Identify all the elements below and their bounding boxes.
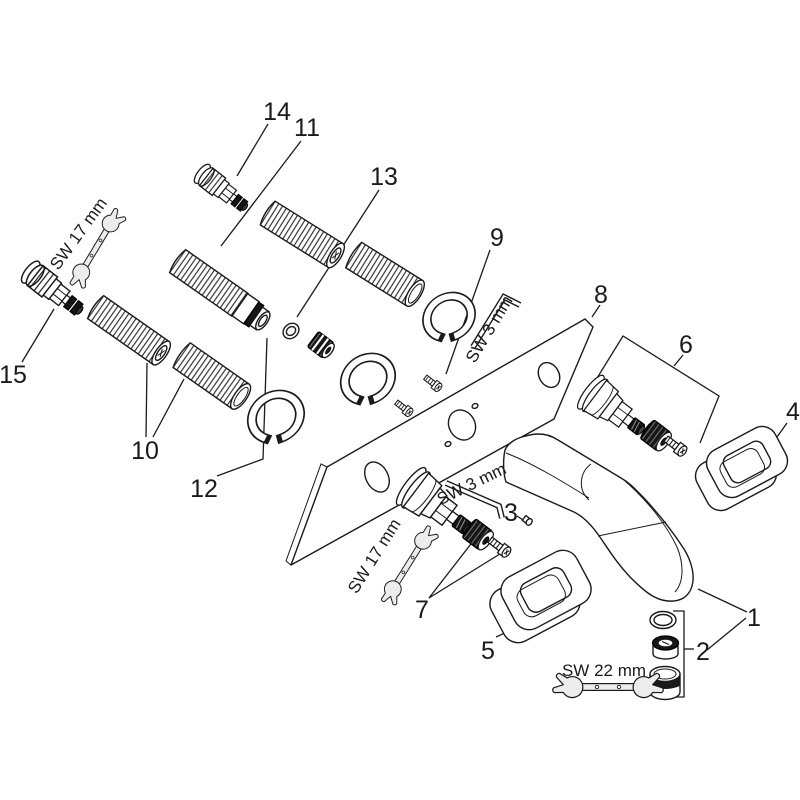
bracket-2 — [673, 610, 685, 698]
tool-label-sw22: SW 22 mm — [562, 661, 646, 680]
part-label-9: 9 — [490, 224, 504, 252]
part-snap-ring-middle — [339, 352, 396, 406]
leader-7a — [428, 539, 475, 599]
part-label-12: 12 — [190, 475, 218, 503]
part-threaded-tube-top — [259, 200, 346, 269]
leader-lines — [21, 123, 788, 698]
part-screw-left — [485, 534, 514, 560]
part-spout — [502, 433, 694, 602]
leader-4 — [776, 422, 788, 438]
part-label-11: 11 — [294, 114, 320, 142]
leader-3 — [516, 515, 524, 521]
leader-10a — [145, 362, 148, 438]
leader-10b — [152, 378, 185, 438]
part-connection-tube-long — [168, 248, 271, 331]
plate-screw-hole — [444, 440, 452, 448]
part-label-14: 14 — [263, 98, 291, 126]
leader-14 — [236, 123, 269, 177]
part-label-3: 3 — [504, 499, 518, 527]
part-label-15: 15 — [0, 361, 27, 389]
part-aerator-o-ring — [649, 610, 677, 630]
allen-key-top-icon — [470, 293, 522, 349]
part-wall-plate — [285, 318, 594, 566]
part-plate-screw-upper — [421, 373, 444, 394]
part-check-valve-top — [190, 161, 255, 218]
leader-6 — [673, 354, 684, 367]
leader-8 — [591, 304, 601, 318]
part-threaded-tube-left-lower — [172, 341, 252, 410]
part-o-ring-small — [282, 322, 300, 340]
allen-key-mid-icon — [444, 480, 505, 519]
part-label-8: 8 — [594, 281, 608, 309]
part-escutcheon-right — [694, 425, 789, 512]
part-grub-screw — [521, 514, 533, 526]
part-label-7: 7 — [415, 596, 429, 624]
plate-screw-hole — [471, 402, 479, 410]
part-escutcheon-left — [489, 549, 592, 644]
part-plate-screw-lower — [392, 398, 415, 419]
part-label-2: 2 — [696, 638, 710, 666]
part-label-10: 10 — [131, 437, 159, 465]
leader-7b — [428, 551, 504, 599]
part-threaded-tube-right — [344, 241, 425, 308]
part-label-6: 6 — [679, 331, 693, 359]
leader-15 — [21, 308, 55, 363]
part-threaded-tube-left-upper — [86, 294, 172, 366]
leader-11 — [220, 140, 302, 247]
part-label-13: 13 — [370, 163, 398, 191]
leader-12 — [216, 337, 268, 477]
leader-1b — [706, 617, 747, 651]
part-aerator-insert — [651, 635, 680, 660]
part-plug — [307, 331, 335, 359]
part-label-5: 5 — [481, 637, 495, 665]
part-label-4: 4 — [786, 398, 800, 426]
part-label-1: 1 — [747, 604, 761, 632]
leader-1a — [697, 588, 748, 613]
part-snap-ring-right — [422, 291, 476, 343]
part-snap-ring-left — [246, 389, 305, 445]
bracket-6 — [593, 335, 720, 444]
